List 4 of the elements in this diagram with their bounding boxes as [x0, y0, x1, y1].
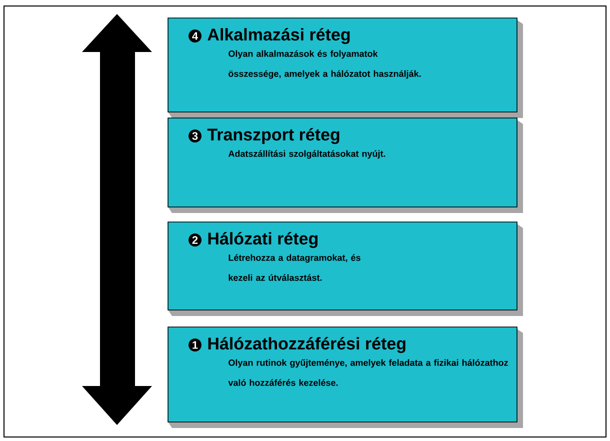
layer-box: 1 Hálózathozzáférési réteg Olyan rutinok gyűjteménye, amelyek feladata a fizikai hálózathoz való hozzáférés kezelése.: [168, 326, 523, 428]
layer-box: 4 Alkalmazási réteg Olyan alkalmazások és folyamatok összessége, amelyek a hálózatot használják.: [168, 18, 523, 118]
layer-box: 3 Transzport réteg Adatszállítási szolgáltatásokat nyújt.: [168, 118, 523, 213]
layer-box: 2 Hálózati réteg Létrehozza a datagramokat, és kezeli az útválasztást.: [168, 222, 523, 316]
